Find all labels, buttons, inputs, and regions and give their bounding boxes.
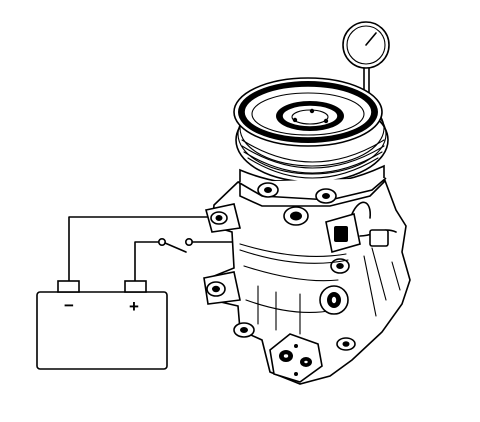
- battery-negative-label: −: [64, 296, 74, 315]
- battery-body: [36, 291, 168, 370]
- gauge-needle: [365, 32, 377, 46]
- bolt-boss-lower-left: [233, 322, 255, 338]
- mount-ear-upper-left: [205, 203, 241, 233]
- bolt-boss-top-right: [315, 188, 337, 204]
- port-plate: [269, 333, 323, 383]
- battery-negative-post: [57, 280, 80, 293]
- battery-positive-post: [124, 280, 147, 293]
- battery-positive-label: +: [129, 297, 139, 316]
- bolt-boss-top-left: [257, 182, 279, 198]
- service-port: [283, 206, 309, 226]
- clutch-connector: [325, 201, 397, 254]
- ac-compressor-icon: [203, 77, 411, 385]
- relief-valve: [319, 285, 349, 315]
- bolt-boss-lower-right: [336, 337, 356, 351]
- switch-icon: [158, 238, 194, 253]
- pressure-gauge-icon: [342, 21, 390, 121]
- positive-wire: [134, 241, 161, 283]
- mount-ear-lower-left: [203, 271, 241, 305]
- battery-icon: − +: [36, 280, 168, 370]
